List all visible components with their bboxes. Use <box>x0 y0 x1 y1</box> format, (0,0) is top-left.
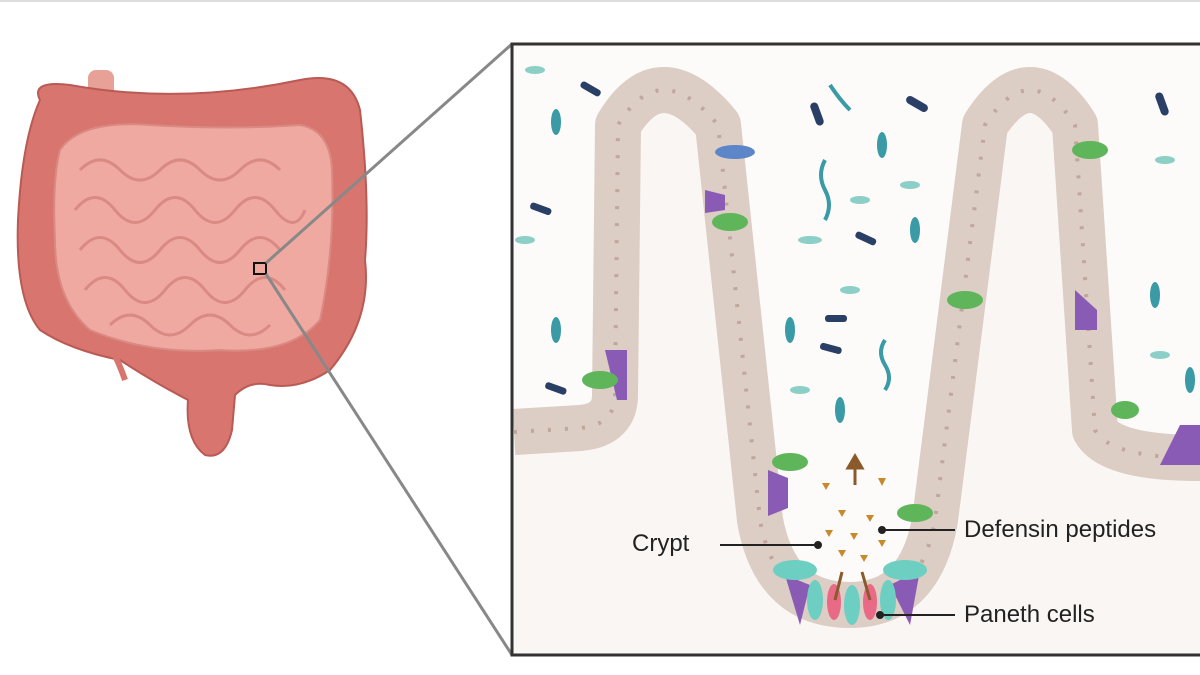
goblet-cells <box>605 190 1200 625</box>
zoom-region-marker <box>253 262 267 275</box>
crypt-label: Crypt <box>632 530 690 557</box>
inset-frame <box>510 42 1200 657</box>
bacteria <box>515 66 1195 423</box>
enteroendocrine-cells <box>582 141 1139 522</box>
villi-inset <box>510 42 1200 657</box>
stem-cells <box>773 560 927 625</box>
defensin-peptides-label: Defensin peptides <box>964 516 1157 543</box>
zoom-line-top <box>265 42 513 265</box>
secretion-arrows <box>833 453 872 601</box>
paneth-cells-label: Paneth cells <box>964 601 1095 628</box>
zoom-line-bottom <box>264 273 514 656</box>
defensin-peptides <box>822 478 886 562</box>
intestine-icon <box>16 70 368 457</box>
